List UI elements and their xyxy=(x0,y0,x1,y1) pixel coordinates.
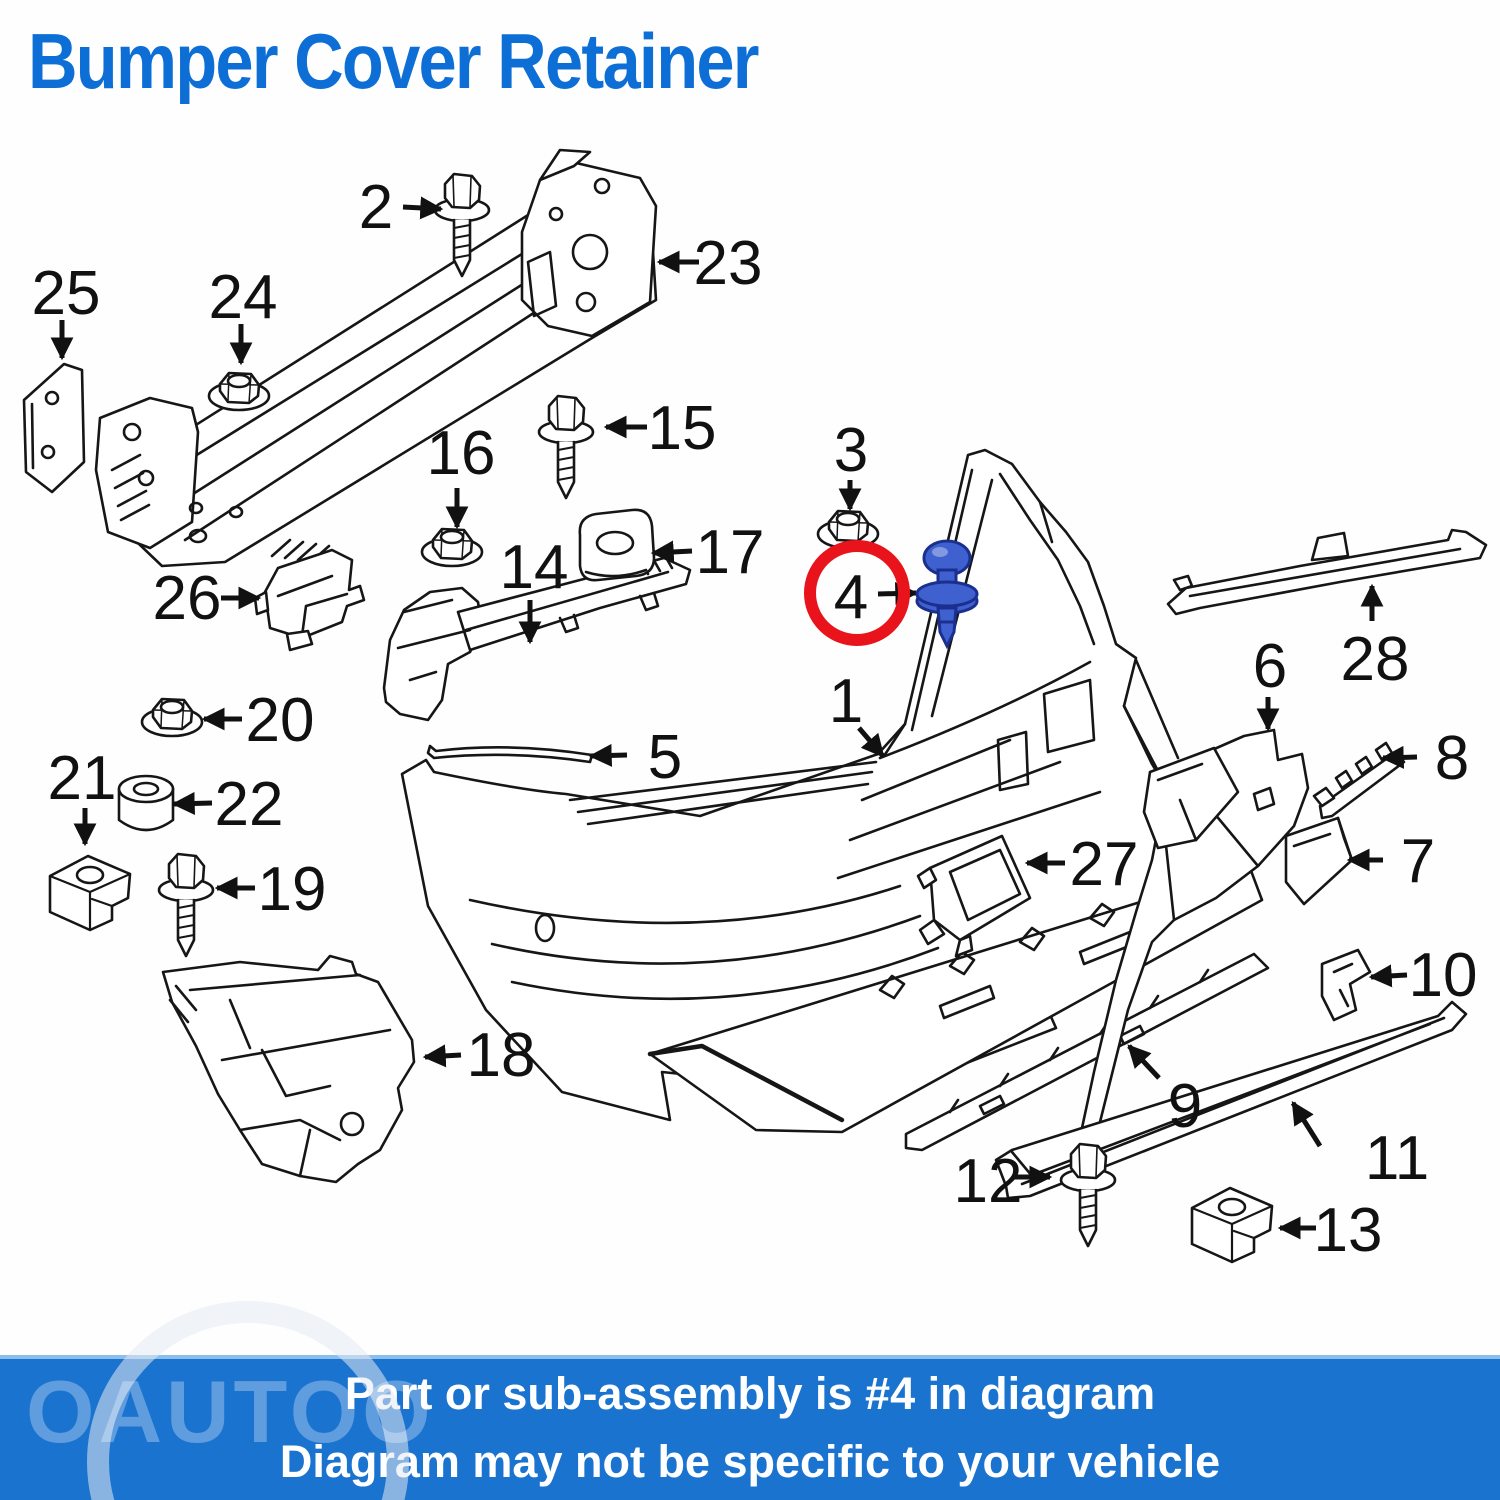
part-24-nut xyxy=(207,371,271,412)
part-label-11: 11 xyxy=(1365,1124,1429,1193)
part-23-reinforcement-beam xyxy=(94,148,658,568)
part-label-22: 22 xyxy=(215,770,284,839)
arrow-to-part-11 xyxy=(1290,1101,1323,1148)
part-label-10: 10 xyxy=(1409,941,1478,1010)
part-label-26: 26 xyxy=(153,564,222,633)
part-label-23: 23 xyxy=(694,229,763,298)
part-20-nut xyxy=(140,697,204,738)
part-label-4: 4 xyxy=(834,563,868,632)
part-19-screw xyxy=(157,852,215,958)
part-27-license-bracket xyxy=(916,834,1032,958)
part-label-2: 2 xyxy=(359,173,393,242)
arrow-to-part-4 xyxy=(877,582,919,606)
part-5-seal-strip xyxy=(426,744,594,764)
part-4-retainer-clip xyxy=(915,539,979,650)
part-label-16: 16 xyxy=(427,419,496,488)
part-label-9: 9 xyxy=(1168,1072,1202,1141)
arrow-to-part-18 xyxy=(422,1044,462,1068)
part-label-13: 13 xyxy=(1314,1196,1383,1265)
part-label-8: 8 xyxy=(1435,724,1469,793)
part-16-nut xyxy=(420,527,484,568)
part-9-lower-trim xyxy=(904,952,1270,1152)
part-6-corner-bracket xyxy=(1074,728,1310,1164)
part-18-side-support xyxy=(161,954,416,1184)
arrow-to-part-10 xyxy=(1368,964,1408,988)
part-21-cage-nut xyxy=(48,854,132,932)
part-label-24: 24 xyxy=(209,263,278,332)
part-label-6: 6 xyxy=(1253,632,1287,701)
part-22-bushing xyxy=(117,774,175,832)
part-label-1: 1 xyxy=(829,667,863,736)
arrow-to-part-22 xyxy=(171,791,213,815)
arrow-to-part-1 xyxy=(857,726,885,758)
part-label-21: 21 xyxy=(48,744,117,813)
part-11-step-pad xyxy=(994,1000,1468,1200)
arrow-to-part-5 xyxy=(588,743,628,767)
arrow-to-part-9 xyxy=(1127,1044,1161,1080)
part-label-28: 28 xyxy=(1341,625,1410,694)
part-7-flap xyxy=(1284,816,1354,906)
part-label-20: 20 xyxy=(246,686,315,755)
highlight-circle xyxy=(804,540,910,646)
part-28-trim-strip xyxy=(1166,528,1488,616)
banner-line-2: Diagram may not be specific to your vehi… xyxy=(279,1435,1221,1487)
leader-arrows xyxy=(50,196,1418,1240)
part-26-bracket xyxy=(253,538,366,652)
part-label-7: 7 xyxy=(1401,827,1435,896)
part-label-14: 14 xyxy=(500,533,569,602)
bottom-banner: Part or sub-assembly is #4 in diagram Di… xyxy=(0,1355,1500,1500)
part-17-grommet xyxy=(578,508,656,582)
part-10-clip-bracket xyxy=(1320,948,1372,1022)
part-8-bracket-strip xyxy=(1312,741,1406,820)
part-label-3: 3 xyxy=(834,416,868,485)
part-13-cage-nut xyxy=(1190,1186,1274,1264)
part-label-12: 12 xyxy=(954,1147,1023,1216)
page-title: Bumper Cover Retainer xyxy=(28,17,760,105)
part-label-27: 27 xyxy=(1070,830,1139,899)
arrow-to-part-2 xyxy=(402,196,444,220)
part-label-5: 5 xyxy=(648,723,682,792)
part-label-25: 25 xyxy=(32,259,101,328)
part-label-17: 17 xyxy=(696,518,765,587)
part-label-18: 18 xyxy=(467,1021,536,1090)
part-15-screw xyxy=(537,394,595,500)
arrow-to-part-8 xyxy=(1380,745,1418,769)
part-25-plate xyxy=(22,362,86,494)
part-label-15: 15 xyxy=(648,394,717,463)
arrow-to-part-17 xyxy=(650,540,693,564)
banner-line-1: Part or sub-assembly is #4 in diagram xyxy=(344,1368,1156,1419)
part-labels: 1 2 3 4 5 6 7 8 9 10 11 12 13 14 15 16 1… xyxy=(32,173,1478,1265)
part-label-19: 19 xyxy=(258,855,327,924)
part-4-highlight xyxy=(804,539,979,650)
